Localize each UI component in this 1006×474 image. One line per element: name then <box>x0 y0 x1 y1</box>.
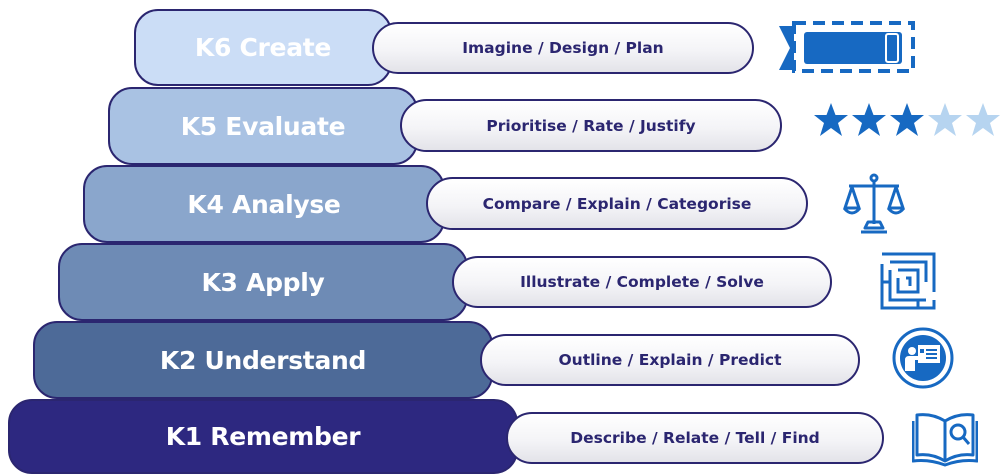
verbs-k5: Prioritise / Rate / Justify <box>400 99 782 152</box>
maze-icon <box>880 252 936 314</box>
verbs-k4: Compare / Explain / Categorise <box>426 177 808 230</box>
verbs-k2-label: Outline / Explain / Predict <box>558 351 782 369</box>
verbs-k1: Describe / Relate / Tell / Find <box>506 412 884 464</box>
level-k5: K5 Evaluate <box>108 87 418 165</box>
verbs-k1-label: Describe / Relate / Tell / Find <box>570 429 820 447</box>
verbs-k2: Outline / Explain / Predict <box>480 334 860 386</box>
verbs-k4-label: Compare / Explain / Categorise <box>482 194 752 213</box>
level-k4: K4 Analyse <box>83 165 445 243</box>
verbs-k3: Illustrate / Complete / Solve <box>452 256 832 308</box>
book-search-icon <box>911 407 979 471</box>
level-k3-title: K3 Apply <box>201 267 325 297</box>
star-rating-icon <box>812 101 1006 145</box>
star-filled-icon <box>814 103 848 136</box>
level-k6: K6 Create <box>134 9 392 86</box>
level-k6-title: K6 Create <box>194 33 332 62</box>
progress-bar-icon <box>776 20 916 80</box>
level-k4-title: K4 Analyse <box>187 189 341 219</box>
star-filled-icon <box>890 103 924 136</box>
level-k5-title: K5 Evaluate <box>180 111 346 141</box>
level-k2: K2 Understand <box>33 321 493 399</box>
level-k2-title: K2 Understand <box>159 345 367 375</box>
verbs-k5-label: Prioritise / Rate / Justify <box>486 116 696 135</box>
balance-scale-icon <box>842 172 906 240</box>
star-empty-icon <box>928 103 962 136</box>
verbs-k3-label: Illustrate / Complete / Solve <box>520 273 764 291</box>
star-empty-icon <box>966 103 1000 136</box>
level-k1: K1 Remember <box>8 399 518 474</box>
verbs-k6: Imagine / Design / Plan <box>372 22 754 74</box>
level-k3: K3 Apply <box>58 243 468 321</box>
presenter-icon <box>892 327 954 393</box>
level-k1-title: K1 Remember <box>165 422 361 451</box>
verbs-k6-label: Imagine / Design / Plan <box>462 39 664 57</box>
star-filled-icon <box>852 103 886 136</box>
